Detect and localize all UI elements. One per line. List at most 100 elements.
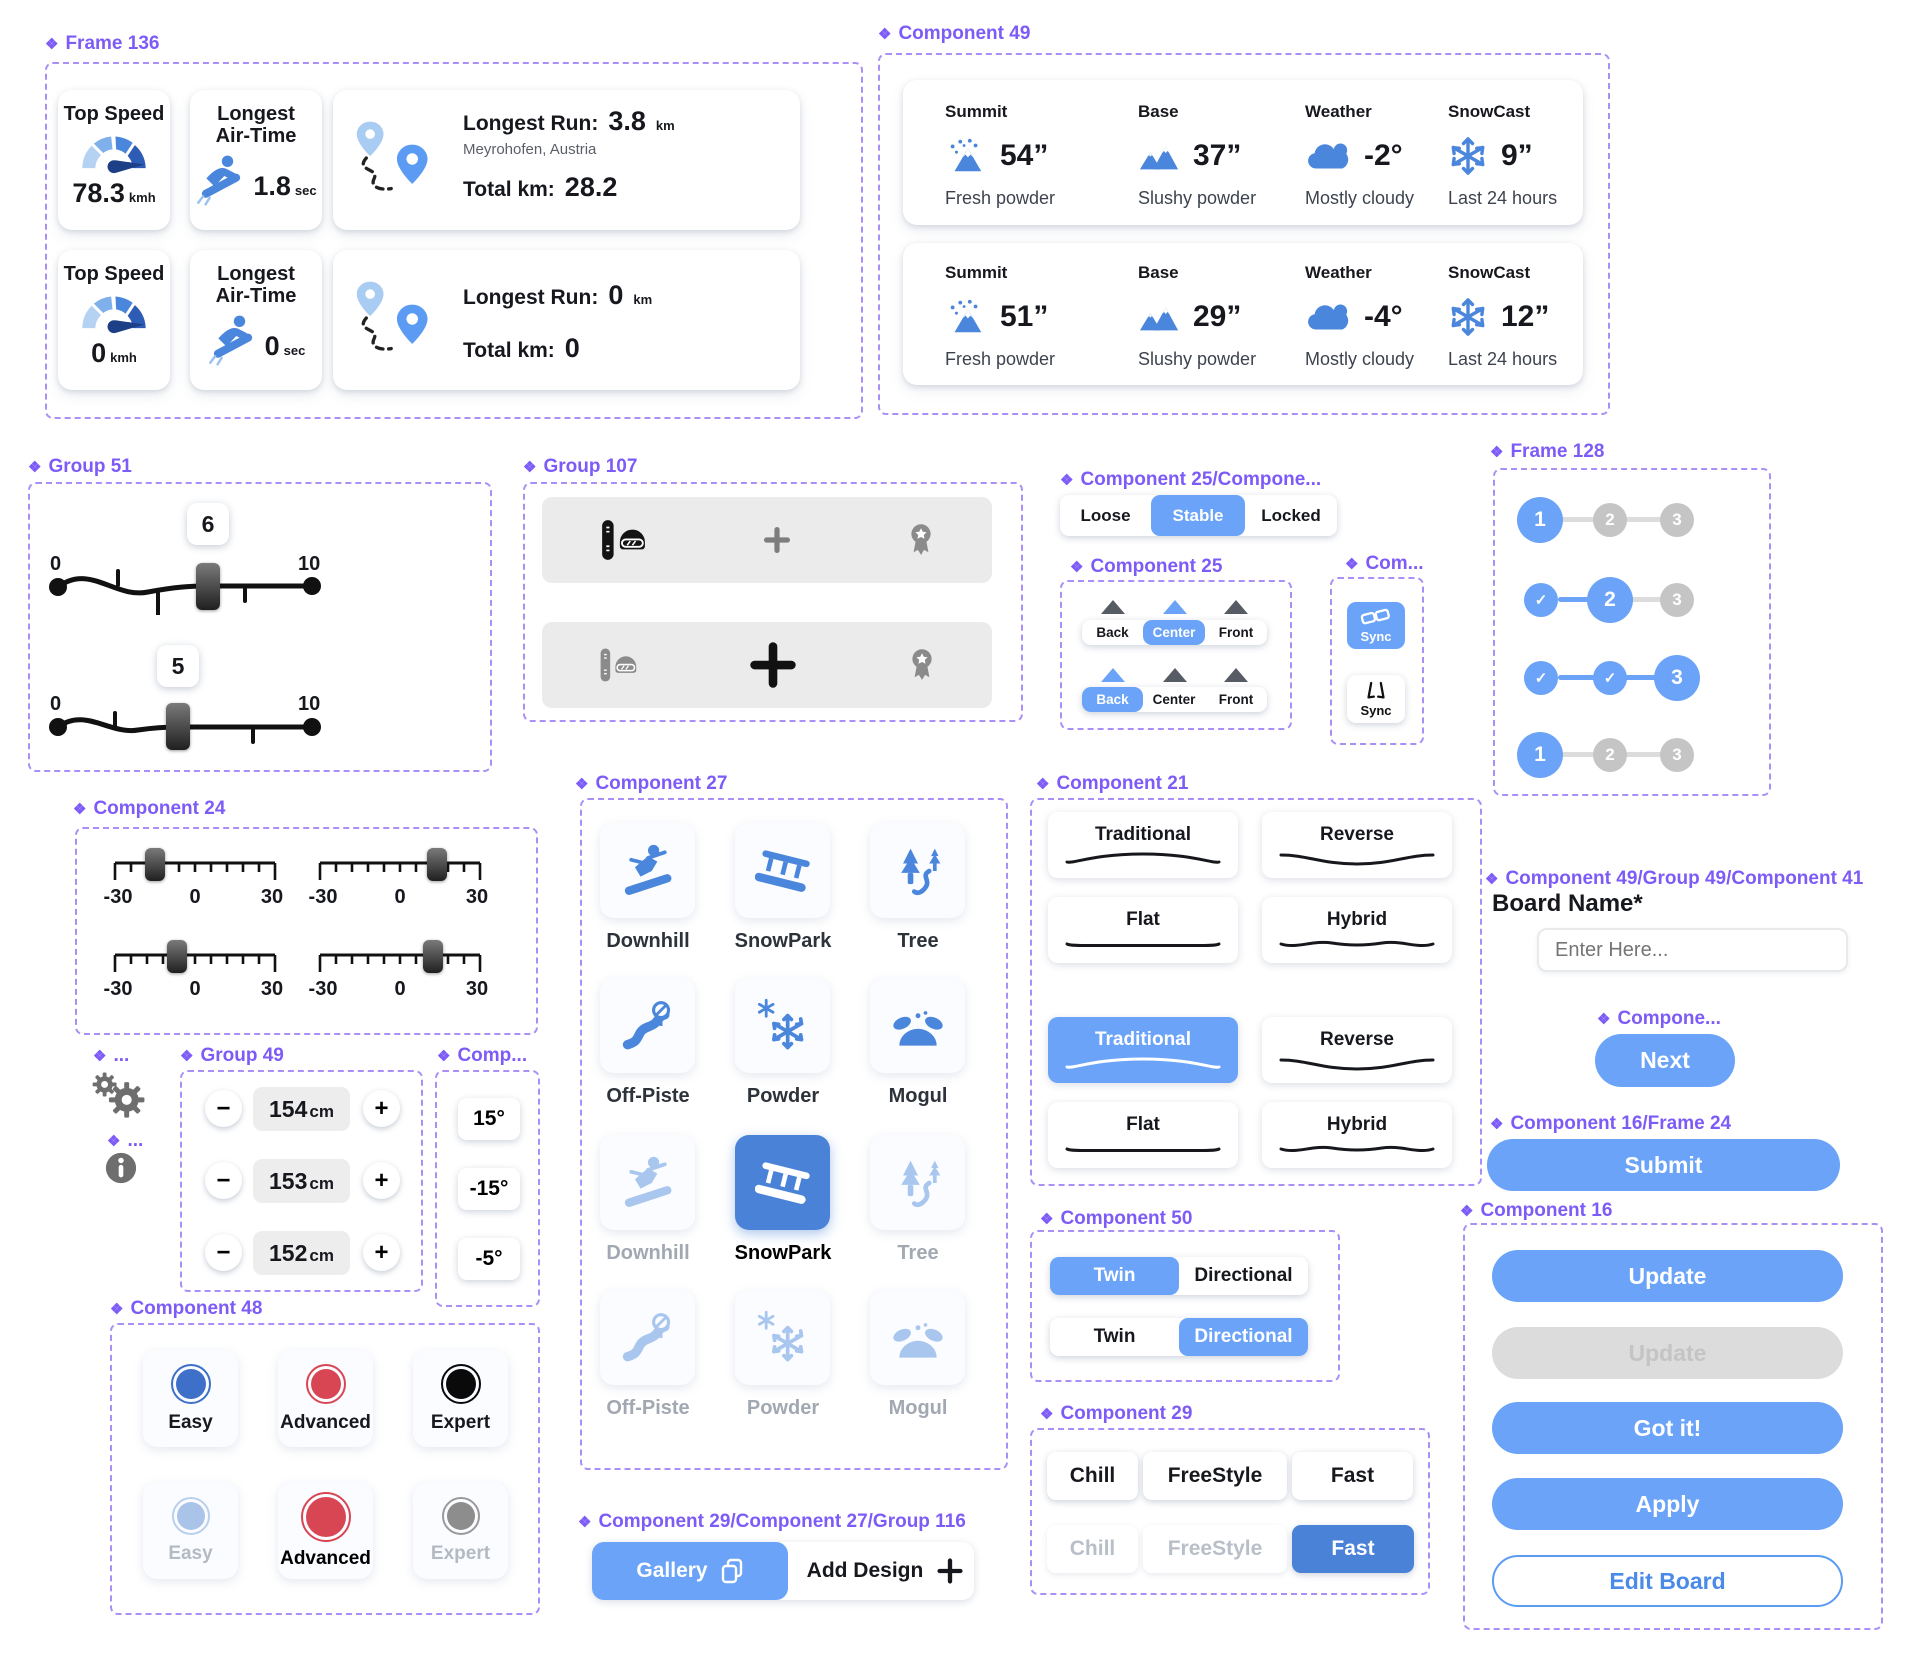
slider-handle[interactable] — [196, 563, 220, 610]
got-it-button[interactable]: Got it! — [1492, 1402, 1843, 1454]
step-3[interactable]: 3 — [1660, 583, 1694, 617]
ellipsis-label[interactable]: ❖... — [107, 1130, 144, 1151]
frame136-label[interactable]: ❖Frame 136 — [45, 33, 160, 54]
angle-button[interactable]: -15° — [458, 1168, 520, 1210]
increment-button[interactable]: + — [363, 1234, 400, 1271]
component16-label[interactable]: ❖Component 16 — [1460, 1200, 1613, 1221]
step-2[interactable]: 2 — [1593, 503, 1627, 537]
terrain-tile-powder[interactable] — [735, 978, 830, 1073]
component29-label[interactable]: ❖Component 29 — [1040, 1403, 1193, 1424]
toggle-twin[interactable]: Twin — [1093, 1326, 1136, 1347]
component49-label[interactable]: ❖Component 49 — [878, 23, 1031, 44]
terrain-tile-offpiste[interactable] — [600, 978, 695, 1073]
add-design-button[interactable]: Add Design — [800, 1548, 970, 1594]
decrement-button[interactable]: − — [205, 1234, 242, 1271]
group49-label[interactable]: ❖Group 49 — [180, 1045, 284, 1066]
terrain-tile-snowpark[interactable] — [735, 823, 830, 918]
stance-front[interactable]: Front — [1218, 625, 1254, 640]
component50-label[interactable]: ❖Component 50 — [1040, 1208, 1193, 1229]
step-2[interactable]: 2 — [1593, 738, 1627, 772]
terrain-tile-downhill-faded[interactable] — [600, 1135, 695, 1230]
difficulty-expert-faded[interactable]: Expert — [413, 1482, 508, 1579]
step-1-done[interactable]: ✓ — [1524, 661, 1558, 695]
angle-button[interactable]: 15° — [458, 1098, 520, 1140]
step-2[interactable]: 2 — [1587, 577, 1633, 623]
camber-card-reverse[interactable]: Reverse — [1262, 812, 1452, 878]
group51-label[interactable]: ❖Group 51 — [28, 456, 132, 477]
toggle-directional[interactable]: Directional — [1179, 1318, 1308, 1356]
step-3[interactable]: 3 — [1654, 655, 1700, 701]
slider-handle[interactable] — [166, 703, 190, 750]
compone-label[interactable]: ❖Compone... — [1597, 1008, 1721, 1029]
component48-label[interactable]: ❖Component 48 — [110, 1298, 263, 1319]
style-chill-faded[interactable]: Chill — [1047, 1525, 1138, 1573]
medal-icon[interactable] — [907, 522, 935, 558]
frame128-label[interactable]: ❖Frame 128 — [1490, 441, 1605, 462]
step-3[interactable]: 3 — [1660, 503, 1694, 537]
difficulty-easy-faded[interactable]: Easy — [143, 1482, 238, 1579]
component25-label[interactable]: ❖Component 25 — [1070, 556, 1223, 577]
comp-label[interactable]: ❖Comp... — [437, 1045, 528, 1066]
terrain-tile-mogul[interactable] — [870, 978, 965, 1073]
segment-locked[interactable]: Locked — [1261, 505, 1321, 525]
segment-loose[interactable]: Loose — [1080, 505, 1131, 525]
info-icon[interactable] — [105, 1152, 137, 1184]
component27-label[interactable]: ❖Component 27 — [575, 773, 728, 794]
board-name-path-label[interactable]: ❖Component 49/Group 49/Component 41 — [1485, 868, 1864, 889]
board-name-input[interactable] — [1537, 928, 1848, 972]
submit-button[interactable]: Submit — [1487, 1139, 1840, 1191]
gallery-path-label[interactable]: ❖Component 29/Component 27/Group 116 — [578, 1511, 966, 1532]
stance-center[interactable]: Center — [1152, 692, 1196, 707]
ellipsis-label[interactable]: ❖... — [93, 1045, 130, 1066]
sync-button-active[interactable]: Sync — [1347, 602, 1405, 649]
stance-back[interactable]: Back — [1082, 687, 1143, 712]
style-freestyle[interactable]: FreeStyle — [1143, 1452, 1287, 1500]
apply-button[interactable]: Apply — [1492, 1478, 1843, 1530]
gear-tab-board-icon[interactable] — [599, 519, 647, 561]
slider-handle[interactable] — [427, 848, 447, 881]
step-2-done[interactable]: ✓ — [1593, 661, 1627, 695]
sync-button[interactable]: Sync — [1347, 675, 1405, 723]
increment-button[interactable]: + — [363, 1162, 400, 1199]
component25-compone-label[interactable]: ❖Component 25/Compone... — [1060, 469, 1322, 490]
stance-center[interactable]: Center — [1143, 620, 1205, 645]
difficulty-advanced[interactable]: Advanced — [278, 1350, 373, 1447]
step-1[interactable]: 1 — [1517, 732, 1563, 778]
camber-card-hybrid[interactable]: Hybrid — [1262, 897, 1452, 963]
terrain-tile-offpiste-faded[interactable] — [600, 1290, 695, 1385]
add-icon[interactable] — [750, 642, 796, 688]
terrain-tile-powder-faded[interactable] — [735, 1290, 830, 1385]
camber-card-hybrid[interactable]: Hybrid — [1262, 1102, 1452, 1168]
stance-front[interactable]: Front — [1218, 692, 1254, 707]
style-fast-selected[interactable]: Fast — [1292, 1525, 1414, 1573]
camber-card-flat[interactable]: Flat — [1048, 897, 1238, 963]
camber-card-reverse[interactable]: Reverse — [1262, 1017, 1452, 1083]
group107-label[interactable]: ❖Group 107 — [523, 456, 638, 477]
gallery-button[interactable]: Gallery — [592, 1542, 788, 1600]
gear-tab-board-icon[interactable] — [598, 647, 638, 683]
terrain-tile-mogul-faded[interactable] — [870, 1290, 965, 1385]
style-fast[interactable]: Fast — [1292, 1452, 1413, 1500]
settings-gears-icon[interactable] — [90, 1072, 148, 1120]
increment-button[interactable]: + — [363, 1090, 400, 1127]
slider-handle[interactable] — [423, 940, 443, 973]
slider-handle[interactable] — [145, 848, 165, 881]
stance-back[interactable]: Back — [1096, 625, 1129, 640]
style-freestyle-faded[interactable]: FreeStyle — [1143, 1525, 1287, 1573]
terrain-tile-downhill[interactable] — [600, 823, 695, 918]
difficulty-advanced-selected[interactable]: Advanced — [278, 1482, 373, 1579]
difficulty-easy[interactable]: Easy — [143, 1350, 238, 1447]
update-button[interactable]: Update — [1492, 1250, 1843, 1302]
update-button-disabled[interactable]: Update — [1492, 1327, 1843, 1379]
terrain-tile-snowpark-selected[interactable] — [735, 1135, 830, 1230]
segment-stable[interactable]: Stable — [1151, 495, 1245, 536]
add-icon[interactable] — [761, 524, 793, 556]
camber-card-flat[interactable]: Flat — [1048, 1102, 1238, 1168]
camber-card-traditional-selected[interactable]: Traditional — [1048, 1017, 1238, 1083]
edit-board-button[interactable]: Edit Board — [1492, 1555, 1843, 1607]
difficulty-expert[interactable]: Expert — [413, 1350, 508, 1447]
angle-button[interactable]: -5° — [458, 1238, 520, 1280]
medal-icon[interactable] — [908, 647, 936, 683]
style-chill[interactable]: Chill — [1047, 1452, 1138, 1500]
component16-frame24-label[interactable]: ❖Component 16/Frame 24 — [1490, 1113, 1732, 1134]
